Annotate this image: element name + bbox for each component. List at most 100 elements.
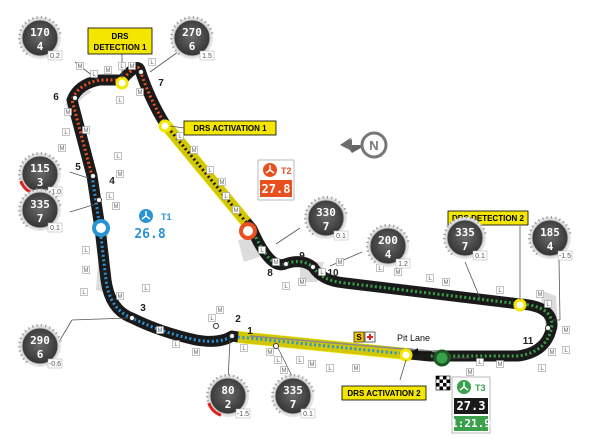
distance-marker: M xyxy=(64,108,72,116)
corner-10-label: 10 xyxy=(327,268,339,279)
distance-marker: M xyxy=(298,278,306,286)
svg-text:M: M xyxy=(114,204,119,210)
svg-text:M: M xyxy=(220,180,225,186)
svg-text:M: M xyxy=(194,350,199,356)
distance-marker: L xyxy=(562,346,570,354)
svg-text:L: L xyxy=(178,134,182,140)
sector1-box: T1 26.8 xyxy=(134,209,172,242)
gauge-gear: 7 xyxy=(37,212,44,225)
distance-marker: L xyxy=(206,166,214,174)
gauge-delta: 0.1 xyxy=(336,233,346,240)
distance-marker: M xyxy=(76,62,84,70)
svg-text:L: L xyxy=(108,194,112,200)
sector3-box: T3 27.3 1:21.9 xyxy=(451,376,491,434)
svg-text:M: M xyxy=(138,90,143,96)
corner-7-label: 7 xyxy=(158,78,164,89)
distance-marker: M xyxy=(128,62,136,70)
svg-text:M: M xyxy=(78,64,83,70)
distance-marker: L xyxy=(282,282,290,290)
gauge-gear: 4 xyxy=(385,248,392,261)
compass-north-label: N xyxy=(369,138,378,153)
gauge-delta: 0.1 xyxy=(50,225,60,232)
distance-marker: L xyxy=(296,356,304,364)
gauge-gear: 4 xyxy=(547,240,554,253)
svg-text:M: M xyxy=(66,110,71,116)
drs-activation-1-label: DRS ACTIVATION 1 xyxy=(183,120,277,136)
drs-activation-2-label: DRS ACTIVATION 2 xyxy=(341,385,427,401)
svg-text:L: L xyxy=(498,288,502,294)
sector3-time: 27.3 xyxy=(457,399,486,413)
sector1-time: 26.8 xyxy=(134,227,165,242)
distance-marker: L xyxy=(258,246,266,254)
gauge-delta: -0.6 xyxy=(49,361,61,368)
svg-text:L: L xyxy=(298,358,302,364)
distance-marker: L xyxy=(106,192,114,200)
svg-text:M: M xyxy=(84,128,89,134)
gauge-gear: 7 xyxy=(290,398,297,411)
distance-marker: L xyxy=(538,364,546,372)
svg-text:M: M xyxy=(106,68,111,74)
finish-line-flag xyxy=(435,375,451,391)
distance-marker: L xyxy=(62,128,70,136)
distance-marker: M xyxy=(496,360,504,368)
corner-numbers: 1 2 3 4 5 6 7 8 9 10 11 xyxy=(53,78,534,347)
distance-marker: L xyxy=(222,192,230,200)
pit-lane-label: Pit Lane xyxy=(397,333,430,343)
distance-marker: M xyxy=(442,278,450,286)
distance-marker: L xyxy=(90,70,98,78)
compass-icon: N xyxy=(340,131,388,159)
svg-text:M: M xyxy=(338,260,343,266)
gauge-g6: 802-1.5 xyxy=(205,374,251,419)
gauge-gear: 7 xyxy=(462,240,469,253)
drs-detection-1-point xyxy=(115,76,129,90)
distance-marker: M xyxy=(466,368,474,376)
distance-marker: L xyxy=(148,58,156,66)
sector2-time: 27.8 xyxy=(262,182,291,196)
svg-text:L: L xyxy=(328,366,332,372)
distance-marker: M xyxy=(272,258,280,266)
gauge-delta: 1.5 xyxy=(202,53,212,60)
speed-trap-badge xyxy=(353,331,365,343)
distance-marker: M xyxy=(112,202,120,210)
svg-text:M: M xyxy=(274,260,279,266)
svg-text:M: M xyxy=(354,366,359,372)
sector1-point xyxy=(92,219,110,237)
svg-text:M: M xyxy=(192,148,197,154)
corner-3-label: 3 xyxy=(140,303,146,314)
gauge-speed: 335 xyxy=(283,384,303,397)
drs-zone-2-dash xyxy=(237,335,407,356)
distance-marker: M xyxy=(82,126,90,134)
sector1-name: T1 xyxy=(161,212,172,222)
drs-zone-1-dash xyxy=(163,123,248,223)
distance-marker: M xyxy=(116,292,124,300)
svg-text:L: L xyxy=(210,316,214,322)
corner-4-label: 4 xyxy=(109,176,115,187)
distance-marker: L xyxy=(326,364,334,372)
svg-text:L: L xyxy=(378,266,382,272)
svg-text:M: M xyxy=(234,208,239,214)
corner-6-label: 6 xyxy=(53,92,59,103)
distance-marker: M xyxy=(266,348,274,356)
svg-text:M: M xyxy=(564,328,569,334)
pit-arrow-icon xyxy=(412,348,432,356)
gauge-speed: 330 xyxy=(316,206,336,219)
gauge-delta: 0.1 xyxy=(303,411,313,418)
svg-text:DRS DETECTION 2: DRS DETECTION 2 xyxy=(452,214,525,223)
distance-marker: M xyxy=(82,266,90,274)
svg-text:L: L xyxy=(116,154,120,160)
svg-text:L: L xyxy=(284,284,288,290)
drs-detection-2-point xyxy=(513,298,527,312)
distance-marker: M xyxy=(394,268,402,276)
svg-text:L: L xyxy=(144,286,148,292)
gauge-delta: -1.5 xyxy=(559,253,571,260)
distance-marker: M xyxy=(308,360,316,368)
svg-text:M: M xyxy=(118,294,123,300)
drs-zone-2 xyxy=(237,331,407,360)
